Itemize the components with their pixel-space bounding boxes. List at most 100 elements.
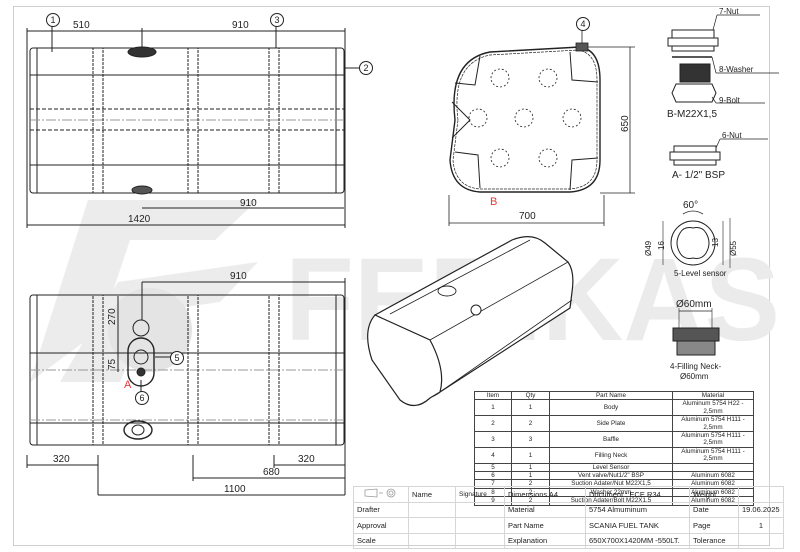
bom-cell: Vent valve/Nut1/2" BSP <box>549 471 673 481</box>
bom-cell: Side Plate <box>549 415 673 433</box>
dim-d60: Ø60mm <box>676 299 712 310</box>
bom-cell: 1 <box>511 462 550 473</box>
date-value: 19.06.2025 <box>738 501 784 518</box>
bom-cell: 4 <box>474 446 512 464</box>
fittings-drawing <box>667 14 779 166</box>
projection-symbol-icon <box>353 486 409 503</box>
dim-d49: Ø49 <box>644 240 653 256</box>
balloon-2: 2 <box>359 61 373 75</box>
bom-header-item: Item <box>474 390 512 401</box>
dim-1420: 1420 <box>128 214 151 225</box>
bom-cell <box>672 462 754 473</box>
bom-cell: 1 <box>474 399 512 417</box>
isometric-view <box>367 236 574 407</box>
explanation-value: 650X700X1420MM -550LT. <box>585 532 690 549</box>
balloon-5: 5 <box>170 351 184 365</box>
bom-cell: Body <box>549 399 673 417</box>
dim-910-bottomview: 910 <box>230 271 247 282</box>
bom-header-row: Item Qty Part Name Material <box>474 390 754 401</box>
bom-cell: 1 <box>511 446 550 464</box>
bom-cell: Aluminum 5754 H111 - 2,5mm <box>672 446 754 464</box>
side-view <box>448 25 635 226</box>
dim-650: 650 <box>620 115 631 132</box>
bom-header-qty: Qty <box>511 390 550 401</box>
material-label: Material <box>504 501 586 518</box>
bom-cell: Filling Neck <box>549 446 673 464</box>
bom-cell: 1 <box>511 471 550 481</box>
label-9-bolt: 9-Bolt <box>719 96 740 105</box>
col-name-header: Name <box>408 486 456 503</box>
bom-cell: Aluminum 5754 H111 - 2,5mm <box>672 431 754 448</box>
weight-value <box>738 486 784 503</box>
dim-320-right: 320 <box>298 454 315 465</box>
drafter-label: Drafter <box>353 501 409 518</box>
detail-label-a: A <box>124 379 132 391</box>
dim-1100: 1100 <box>224 484 246 495</box>
drafter-signature <box>455 501 505 518</box>
filling-neck-drawing <box>672 308 720 356</box>
dim-910-bottom: 910 <box>240 198 257 209</box>
col-signature-header: Signature <box>455 486 505 503</box>
dim-13: 13 <box>711 238 720 247</box>
dim-270: 270 <box>107 308 118 325</box>
label-6-nut: 6-Nut <box>722 131 742 140</box>
caption-level-sensor: 5-Level sensor <box>674 269 727 278</box>
balloon-3: 3 <box>270 13 284 27</box>
bottom-view <box>26 278 346 496</box>
tolerance-label: Tolerance <box>689 532 739 549</box>
page-label: Page <box>689 517 739 534</box>
label-8-washer: 8-Washer <box>719 65 754 74</box>
dim-d55: Ø55 <box>729 240 738 256</box>
label-7-nut: 7-Nut <box>719 7 739 16</box>
balloon-4: 4 <box>576 17 590 31</box>
dim-75: 75 <box>107 358 118 370</box>
scale-signature <box>455 532 505 549</box>
balloon-1: 1 <box>46 13 60 27</box>
bom-cell: 5 <box>474 462 512 473</box>
material-value: 5754 Almuminum <box>585 501 690 518</box>
page-value: 1 <box>738 517 784 534</box>
date-label: Date <box>689 501 739 518</box>
title-block: Name Signature Dimensions A4 Document : … <box>353 486 784 549</box>
bom-cell: 3 <box>511 431 550 448</box>
bom-header-part-name: Part Name <box>549 390 673 401</box>
dim-320-left: 320 <box>53 454 70 465</box>
dim-700: 700 <box>519 211 536 222</box>
dim-910-top: 910 <box>232 20 249 31</box>
balloon-6: 6 <box>135 391 149 405</box>
bom-cell: 3 <box>474 431 512 448</box>
bom-cell: 1 <box>511 399 550 417</box>
dim-680: 680 <box>263 467 280 478</box>
caption-b-m22: B-M22X1,5 <box>667 109 718 120</box>
bom-cell: Baffle <box>549 431 673 448</box>
dim-60deg: 60° <box>683 200 699 211</box>
caption-a-bsp: A- 1/2" BSP <box>672 170 726 181</box>
dimensions-cell: Dimensions A4 <box>504 486 586 503</box>
dim-510: 510 <box>73 20 90 31</box>
scale-name <box>408 532 456 549</box>
dimensions-value: A4 <box>548 489 559 499</box>
caption-filling-neck-2: Ø60mm <box>680 372 709 381</box>
part-name-label: Part Name <box>504 517 586 534</box>
level-sensor-drawing <box>662 210 731 268</box>
bom-header-material: Material <box>672 390 754 401</box>
tolerance-value <box>738 532 784 549</box>
approval-label: Approval <box>353 517 409 534</box>
top-view <box>26 24 360 228</box>
bom-cell: Aluminum 5754 H22 - 2,5mm <box>672 399 754 417</box>
bom-cell: 2 <box>474 415 512 433</box>
bom-cell: Level Sensor <box>549 462 673 473</box>
document-cell: Document : ECE R34 <box>585 486 690 503</box>
dimensions-label: Dimensions <box>508 489 548 499</box>
part-name-value: SCANIA FUEL TANK <box>585 517 690 534</box>
bom-cell: Aluminum 5754 H111 - 2,5mm <box>672 415 754 433</box>
explanation-label: Explanation <box>504 532 586 549</box>
approval-name <box>408 517 456 534</box>
watermark-logo <box>30 200 258 382</box>
